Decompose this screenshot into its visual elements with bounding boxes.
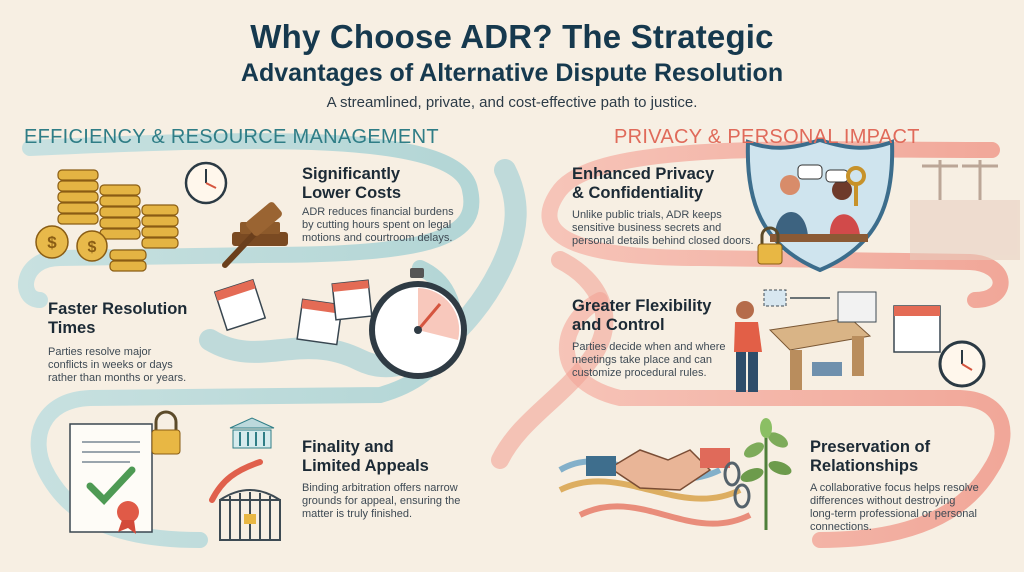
gate-icon: [219, 489, 281, 541]
item-body-line: motions and courtroom delays.: [302, 232, 453, 244]
calendar-icon: [213, 278, 373, 346]
item-body-line: Unlike public trials, ADR keeps: [572, 209, 722, 221]
desk-icon: [768, 317, 872, 390]
item-body-line: grounds for appeal, ensuring the: [302, 495, 461, 507]
item-faster-resolution: Faster Resolution Times Parties resolve …: [48, 300, 228, 385]
item-body-line: A collaborative focus helps resolve: [810, 482, 979, 494]
item-body-line: connections.: [810, 521, 872, 533]
document-check-icon: [69, 423, 153, 534]
page-subtitle: A streamlined, private, and cost-effecti…: [326, 94, 698, 111]
item-finality-appeals: Finality and Limited Appeals Binding arb…: [302, 438, 502, 521]
flowchart-icon: [763, 289, 877, 323]
item-title-line: Limited Appeals: [302, 457, 429, 475]
padlock-icon: [151, 410, 181, 455]
svg-text:$: $: [88, 239, 97, 256]
item-body-line: sensitive business secrets and: [572, 222, 722, 234]
broken-chain-icon: [723, 461, 751, 509]
item-title-line: Relationships: [810, 457, 919, 475]
calendar-icon: [893, 305, 941, 353]
item-body-line: differences without destroying: [810, 495, 956, 507]
item-title-line: Preservation of: [810, 438, 931, 456]
page-title-line-1: Why Choose ADR? The Strategic: [250, 18, 774, 55]
clock-icon: [184, 161, 228, 205]
upward-arrow: [209, 459, 263, 503]
gavel-icon: [222, 202, 288, 268]
item-body-line: meetings take place and can: [572, 354, 713, 366]
person-icon: [734, 301, 762, 392]
scales-icon: [910, 160, 1020, 260]
coin-stack-icon: $ $: [35, 169, 179, 272]
item-title-line: & Confidentiality: [572, 184, 704, 202]
item-body-line: Binding arbitration offers narrow: [302, 482, 458, 494]
courthouse-icon: [229, 417, 275, 449]
svg-text:$: $: [47, 233, 57, 252]
section-heading-efficiency: EFFICIENCY & RESOURCE MANAGEMENT: [24, 126, 439, 148]
coral-center-swirl: [491, 251, 614, 469]
item-title-line: Greater Flexibility: [572, 297, 712, 315]
item-body-line: Parties resolve major: [48, 346, 152, 358]
stopwatch-icon: [369, 268, 467, 379]
item-body-line: ADR reduces financial burdens: [302, 206, 454, 218]
item-enhanced-privacy: Enhanced Privacy & Confidentiality Unlik…: [572, 165, 772, 248]
item-title-line: Lower Costs: [302, 184, 402, 202]
clock-icon: [938, 340, 986, 388]
key-icon: [846, 166, 866, 206]
item-title-line: Times: [48, 319, 96, 337]
item-body-line: by cutting hours spent on legal: [302, 219, 452, 231]
item-title-line: Faster Resolution: [48, 300, 188, 318]
people-talking-icon: [770, 164, 868, 242]
item-body-line: conflicts in weeks or days: [48, 359, 173, 371]
item-body-line: rather than months or years.: [48, 372, 187, 384]
item-lower-costs: Significantly Lower Costs ADR reduces fi…: [302, 165, 492, 245]
handshake-icon: [586, 448, 730, 491]
item-body-line: Parties decide when and where: [572, 341, 726, 353]
item-title-line: Finality and: [302, 438, 394, 456]
item-title-line: Significantly: [302, 165, 401, 183]
page-title-line-2: Advantages of Alternative Dispute Resolu…: [240, 59, 784, 87]
item-body-line: matter is truly finished.: [302, 508, 413, 520]
item-body-line: personal details behind closed doors.: [572, 235, 754, 247]
item-preserve-relationships: Preservation of Relationships A collabor…: [810, 438, 1010, 534]
item-body-line: customize procedural rules.: [572, 367, 707, 379]
item-flexibility-control: Greater Flexibility and Control Parties …: [572, 297, 752, 380]
item-title-line: Enhanced Privacy: [572, 165, 715, 183]
padlock-icon: [757, 226, 783, 265]
sapling-icon: [740, 418, 792, 530]
item-title-line: and Control: [572, 316, 665, 334]
section-heading-privacy: PRIVACY & PERSONAL IMPACT: [614, 126, 920, 148]
item-body-line: long-term professional or personal: [810, 508, 977, 520]
